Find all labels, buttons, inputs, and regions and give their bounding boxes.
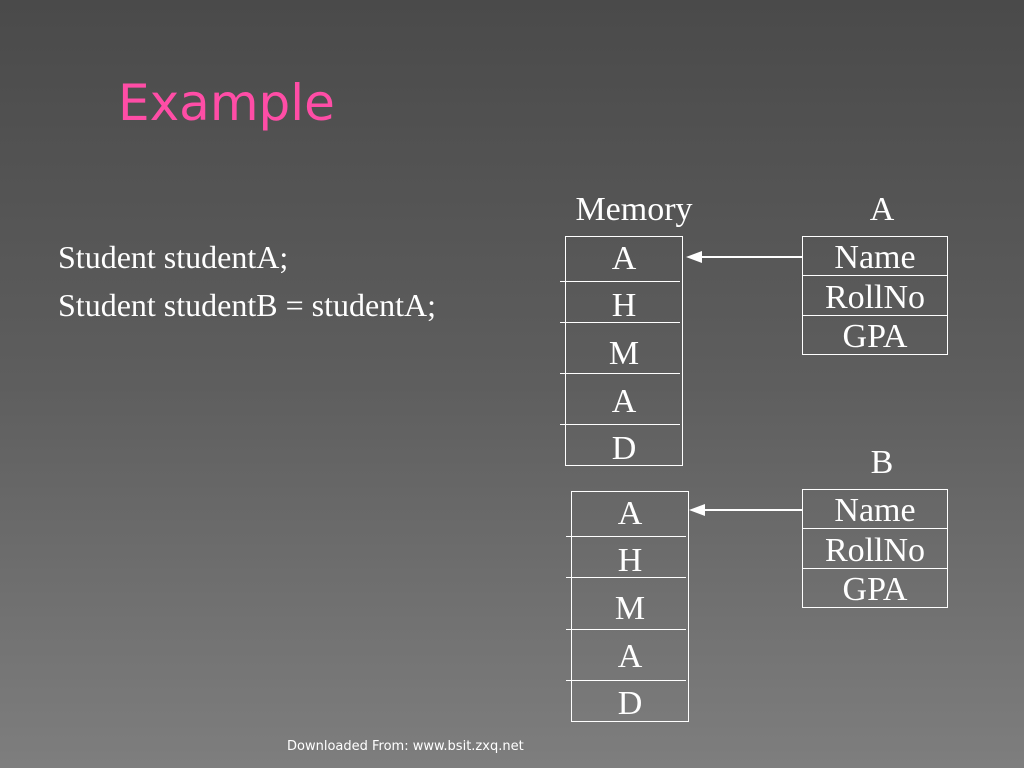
- object-b-box: Name RollNo GPA: [802, 489, 948, 608]
- memory-divider: [566, 629, 686, 630]
- code-line-assign-student-b: Student studentB = studentA;: [58, 287, 437, 323]
- memory-cell: A: [617, 495, 643, 532]
- object-b-field-name: Name: [834, 492, 916, 529]
- object-divider: [803, 315, 947, 316]
- object-a-label: A: [869, 191, 895, 228]
- memory-cell: H: [611, 287, 637, 324]
- object-divider: [803, 275, 947, 276]
- memory-divider: [560, 424, 680, 425]
- memory-cell: H: [617, 542, 643, 579]
- pointer-arrow-a: [686, 251, 802, 263]
- code-line-declare-student-a: Student studentA;: [58, 239, 289, 275]
- object-b-label: B: [870, 444, 894, 481]
- memory-cell: A: [611, 240, 637, 277]
- memory-divider: [566, 536, 686, 537]
- object-a-field-gpa: GPA: [842, 318, 908, 355]
- object-divider: [803, 528, 947, 529]
- pointer-arrow-b: [689, 504, 802, 516]
- object-divider: [803, 568, 947, 569]
- memory-cell: D: [617, 685, 643, 722]
- memory-cell: M: [614, 590, 646, 627]
- memory-divider: [566, 577, 686, 578]
- memory-divider: [560, 373, 680, 374]
- footer-source-text: Downloaded From: www.bsit.zxq.net: [287, 739, 524, 754]
- memory-divider: [566, 680, 686, 681]
- object-a-box: Name RollNo GPA: [802, 236, 948, 355]
- memory-cell: M: [608, 335, 640, 372]
- memory-cell: A: [611, 383, 637, 420]
- memory-block-b: A H M A D: [566, 491, 689, 722]
- memory-block-a: A H M A D: [560, 236, 683, 467]
- object-b-field-gpa: GPA: [842, 571, 908, 608]
- object-a-field-rollno: RollNo: [824, 279, 926, 316]
- object-b-field-rollno: RollNo: [824, 532, 926, 569]
- memory-label: Memory: [575, 191, 693, 228]
- memory-cell: A: [617, 638, 643, 675]
- object-a-field-name: Name: [834, 239, 916, 276]
- memory-divider: [560, 322, 680, 323]
- memory-cell: D: [611, 430, 637, 467]
- slide-title: Example: [118, 74, 335, 132]
- memory-divider: [560, 281, 680, 282]
